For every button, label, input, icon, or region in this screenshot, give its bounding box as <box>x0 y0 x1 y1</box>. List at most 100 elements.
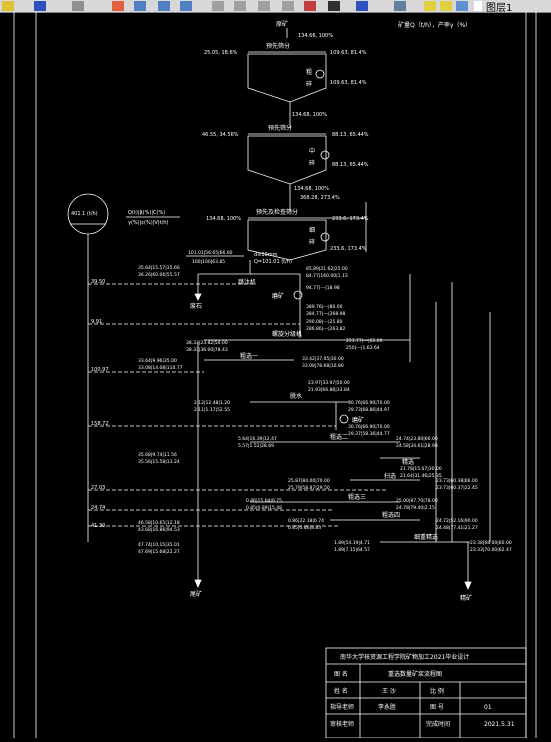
crusher2-out-values: 88.13, 65.44% <box>332 162 369 168</box>
redo-icon[interactable] <box>72 1 84 11</box>
bulb-icon[interactable] <box>424 1 436 11</box>
zoom-previous-icon[interactable] <box>180 1 192 11</box>
t23b: 23.33|70.00|62.47 <box>470 547 512 553</box>
screen2-left-values: 46.55, 34.56% <box>202 132 239 138</box>
crusher1-circle <box>315 69 325 79</box>
title-block-row1-value: 重选数量矿浆流程图 <box>388 670 442 678</box>
crusher2-hopper <box>247 135 327 185</box>
t14b: 25.79|58.87|29.50 <box>288 485 330 491</box>
mill1-circle <box>293 290 303 300</box>
water-5: 27.03 <box>91 485 105 491</box>
t3b: 384.77|---|268.98 <box>306 311 346 317</box>
jig-label: 跳汰机 <box>238 278 256 286</box>
t21a: 47.74|10.15|35.01 <box>138 542 180 548</box>
screen1-label: 预先筛分 <box>266 42 290 50</box>
spiral-label: 螺旋分级机 <box>272 330 302 338</box>
tailings-arrow <box>194 579 202 589</box>
t15a: 23.73|60.38|66.00 <box>436 478 478 484</box>
t5c: 33.42|37.05|30.00 <box>302 356 344 362</box>
title-block-row2-c: 比 例 <box>430 687 444 695</box>
cad-toolbar: 图层1 <box>0 0 551 13</box>
t20a: 24.72|52.16|90.00 <box>436 518 478 524</box>
mill2-label: 磨矿 <box>352 416 364 424</box>
title-block-row4-b: 完成时间 <box>426 720 450 728</box>
recycle-values: 368.28, 273.4% <box>300 195 340 201</box>
zoom-window-icon[interactable] <box>158 1 170 11</box>
t5d: 33.08|78.68|10.80 <box>302 363 344 369</box>
stage2-out-values: 134.68, 100% <box>294 186 329 192</box>
sweep4-label: 粗选四 <box>382 511 400 519</box>
mill2-circle <box>339 414 349 424</box>
screen3-left-values: 134.68, 100% <box>206 216 241 222</box>
t5b: 33.08|14.08|110.77 <box>138 365 183 371</box>
feed-table-row2: 100|100|63.85 <box>192 259 225 265</box>
mill1-label: 磨矿 <box>272 292 284 300</box>
crusher1-out-values: 109.63, 81.4% <box>330 80 367 86</box>
sweep3-label: 粗选三 <box>348 493 366 501</box>
t16a: 0.86|15.64|0.75 <box>246 498 282 504</box>
stage1-out-values: 134.68, 100% <box>292 112 327 118</box>
title-block-row3-b: 李永胜 <box>378 703 396 711</box>
t13a: 21.78|15.67|30.00 <box>400 466 442 472</box>
color-swatch-icon[interactable] <box>474 1 482 11</box>
t20b: 24.48|77.41|21.27 <box>436 525 478 531</box>
t12b: 35.56|15.58|13.24 <box>138 459 180 465</box>
t9a: 30.76|66.90|70.00 <box>348 424 390 430</box>
t17a: 25.00|87.70|78.00 <box>396 498 438 504</box>
t21b: 47.69|15.68|22.27 <box>138 549 180 555</box>
title-block-row3-d: 01 <box>484 704 492 711</box>
title-block-row4-a: 审核老师 <box>330 720 354 728</box>
tool-palette-icon[interactable] <box>258 1 270 11</box>
sun-icon[interactable] <box>440 1 452 11</box>
t16b: 0.85|0.89|15.48 <box>246 505 282 511</box>
t3d: 286.86|---|263.82 <box>306 326 346 332</box>
undo-icon[interactable] <box>34 1 46 11</box>
t1b: 36.26|60.06|55.57 <box>138 272 180 278</box>
concentrate-label: 精矿 <box>460 594 472 602</box>
scavenger-label: 扫选 <box>384 472 396 480</box>
screen3-right-values: 233.6, 173.4% <box>332 216 369 222</box>
design-center-icon[interactable] <box>234 1 246 11</box>
crusher2-circle <box>320 150 330 160</box>
layers-icon[interactable] <box>394 1 406 11</box>
properties-icon[interactable] <box>212 1 224 11</box>
title-block-row2-a: 姓 名 <box>334 687 348 695</box>
folder-icon[interactable] <box>2 1 14 11</box>
concentrate-arrow <box>464 581 472 591</box>
sheet-set-icon[interactable] <box>282 1 294 11</box>
water-1: 39.50 <box>91 279 105 285</box>
crusher3-out-values: 233.6, 173.4% <box>330 246 367 252</box>
help-icon[interactable] <box>356 1 368 11</box>
crusher2-label-b: 碎 <box>309 159 315 167</box>
raw-ore-label: 原矿 <box>276 20 288 28</box>
calculator-icon[interactable] <box>328 1 340 11</box>
t10b: 5.57|1.52|28.69 <box>238 443 274 449</box>
key-row2: γ(%)|ε(%)|V(t/h) <box>128 220 169 226</box>
t4b: 38.33|36.00|78.43 <box>186 347 228 353</box>
rougher2-label: 粗选二 <box>330 433 348 441</box>
layer-name[interactable]: 图层1 <box>486 3 513 13</box>
lock-icon[interactable] <box>456 1 468 11</box>
feed-flow-label: Q=101.01 (t/h) <box>254 259 292 265</box>
zoom-realtime-icon[interactable] <box>134 1 146 11</box>
t18b: 43.68|16.86|94.53 <box>138 527 180 533</box>
crusher1-label-a: 粗 <box>306 68 312 76</box>
water-4: 158.72 <box>91 421 109 427</box>
t7b: 2.11|1.17|52.55 <box>194 407 230 413</box>
drawing-canvas[interactable]: 矿量Q（t/h），产率γ（%） 原矿 134.66, 100% 预先筛分 25.… <box>0 12 551 739</box>
t3c: 290.08|---|25.80 <box>306 319 343 325</box>
t11a: 24.74|23.80|66.00 <box>396 436 438 442</box>
t8a: 30.76|66.90|70.00 <box>348 400 390 406</box>
pan-icon[interactable] <box>112 1 124 11</box>
t23a: 23.38|68.00|60.00 <box>470 540 512 546</box>
screen3-label: 预先及检查筛分 <box>256 208 298 216</box>
title-block-row1-label: 图 名 <box>334 670 348 678</box>
t10a: 5.64|16.39|12.47 <box>238 436 277 442</box>
screen1-left-values: 25.05, 18.6% <box>204 50 238 56</box>
t19b: 0.85|0.86|8.83 <box>288 525 321 531</box>
size-label: d≤10mm <box>254 252 278 258</box>
units-legend: 矿量Q（t/h），产率γ（%） <box>398 21 471 29</box>
waste-label: 废石 <box>190 302 202 310</box>
t4d: 250|---|1.63.64 <box>346 345 380 351</box>
markup-icon[interactable] <box>304 1 316 11</box>
